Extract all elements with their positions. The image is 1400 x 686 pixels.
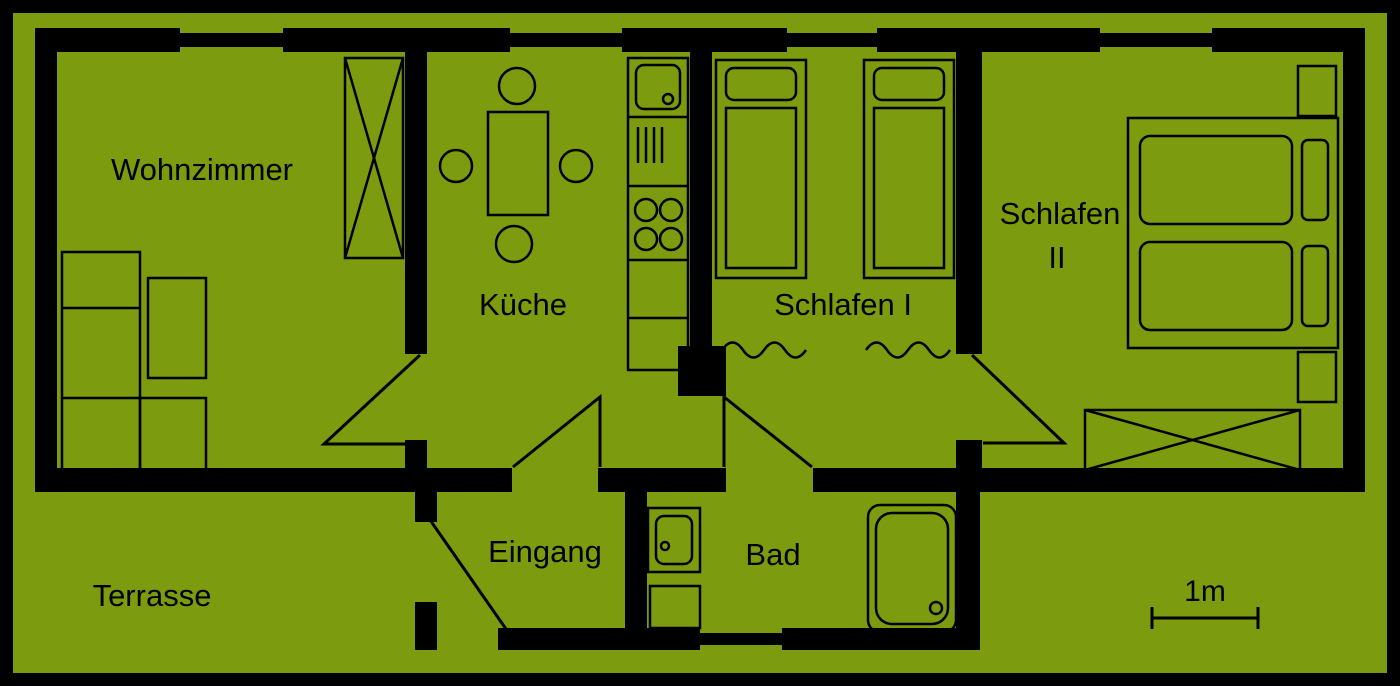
window-wohnzimmer: [180, 33, 283, 47]
bed2-mattress: [872, 106, 946, 270]
bathtub-frame: [866, 503, 958, 634]
furniture-bad: [646, 503, 958, 634]
wardrobe-wohnzimmer: [343, 56, 405, 260]
nightstand-bottom: [1296, 350, 1338, 404]
chair-bottom: [494, 224, 534, 264]
kitchen-sink-drain: [661, 92, 675, 106]
kitchen-sink: [634, 63, 682, 111]
double-bed-pillow-2: [1300, 244, 1330, 328]
wall-eingang-bad: [625, 492, 647, 628]
chair-right: [558, 148, 594, 184]
bed1-mattress: [724, 106, 798, 270]
double-bed-pillow-1: [1300, 138, 1330, 222]
label-kueche: Küche: [479, 287, 567, 322]
bed2-frame: [862, 58, 956, 280]
wall-annex-right: [956, 492, 980, 650]
door-wohnzimmer: [320, 353, 422, 446]
furniture-schlafen-2: [1083, 64, 1340, 472]
walls: [35, 28, 1365, 650]
double-bed-frame: [1126, 116, 1340, 350]
label-scale-1m: 1m: [1184, 575, 1226, 608]
bed1-pillow: [724, 66, 798, 102]
wall-annex-left-top: [415, 492, 437, 522]
wall-wohnzimmer-kueche: [405, 52, 427, 354]
furniture-kueche: [438, 56, 690, 372]
wall-bottom-mid-b: [598, 468, 726, 492]
bed1-frame: [714, 58, 808, 280]
label-schlafen-1: Schlafen I: [774, 287, 912, 322]
label-schlafen-2-line1: Schlafen: [1000, 196, 1121, 231]
furniture-wohnzimmer: [60, 56, 405, 472]
wardrobe-schlafen-2: [1083, 408, 1302, 472]
hob-burner-3: [633, 226, 659, 252]
chair-top: [497, 66, 537, 106]
door-eingang-kueche: [512, 393, 602, 469]
wall-annex-bottom-1: [498, 628, 700, 650]
wardrobe-schlafen2-diagonal-2: [1084, 408, 1301, 472]
window-schlafen-2: [1100, 33, 1212, 47]
door-entrance: [426, 516, 508, 630]
nightstand-top: [1296, 64, 1338, 118]
wall-top-4: [877, 28, 1100, 52]
sofa-bottom-section: [138, 396, 208, 472]
label-bad: Bad: [745, 537, 800, 572]
wall-schlafen1-schlafen2: [956, 52, 982, 354]
kitchen-counter: [626, 56, 690, 372]
double-bed-mattress-2: [1138, 240, 1294, 332]
hob-burner-4: [658, 226, 684, 252]
bath-sink-basin: [654, 514, 694, 566]
side-table: [146, 276, 208, 380]
door-schlafen-2: [970, 353, 1068, 445]
wall-schlafen2-stub: [956, 440, 982, 470]
doors: [320, 341, 1068, 630]
wall-bottom-right: [956, 468, 1365, 492]
wall-annex-bottom-2: [782, 628, 980, 650]
bath-sink-frame: [646, 506, 702, 574]
opening-squiggle-schlafen1-right: [864, 341, 952, 359]
bath-sink-drain: [659, 540, 671, 552]
wall-right: [1343, 28, 1365, 492]
wall-wohnzimmer-stub: [405, 440, 427, 470]
bathtub-inner: [874, 511, 950, 626]
label-wohnzimmer: Wohnzimmer: [111, 152, 293, 187]
wall-bottom-mid-c: [813, 468, 956, 492]
dining-table: [486, 110, 550, 217]
window-kueche: [510, 33, 622, 47]
sofa-left-section: [60, 250, 142, 472]
wall-annex-left-corner: [415, 602, 437, 650]
wall-top-3: [622, 28, 787, 52]
scale-bar: [1150, 607, 1260, 629]
wall-left: [35, 28, 57, 492]
window-schlafen-1: [787, 33, 877, 47]
room-labels: Wohnzimmer Küche Schlafen I Schlafen II …: [93, 152, 1226, 613]
wall-top-1: [35, 28, 180, 52]
wall-bottom-left: [35, 468, 437, 492]
bathtub-drain: [928, 600, 944, 616]
bed2-pillow: [872, 66, 946, 102]
label-schlafen-2-line2: II: [1048, 240, 1065, 275]
wall-top-2: [283, 28, 510, 52]
wall-bottom-mid-a: [437, 468, 512, 492]
bath-cabinet: [648, 584, 702, 630]
opening-squiggle-schlafen1-left: [720, 341, 808, 359]
label-terrasse: Terrasse: [93, 578, 212, 613]
wall-top-5: [1212, 28, 1365, 52]
chair-left: [438, 148, 474, 184]
window-bad: [700, 633, 782, 645]
furniture-schlafen-1: [714, 58, 956, 280]
hob-burner-1: [633, 197, 659, 223]
double-bed-mattress-1: [1138, 134, 1294, 226]
wall-kueche-schlafen1: [690, 52, 712, 348]
label-eingang: Eingang: [488, 534, 602, 569]
wardrobe-wohnzimmer-diagonal-2: [343, 57, 405, 259]
hob-burner-2: [658, 197, 684, 223]
door-bad: [722, 393, 813, 469]
